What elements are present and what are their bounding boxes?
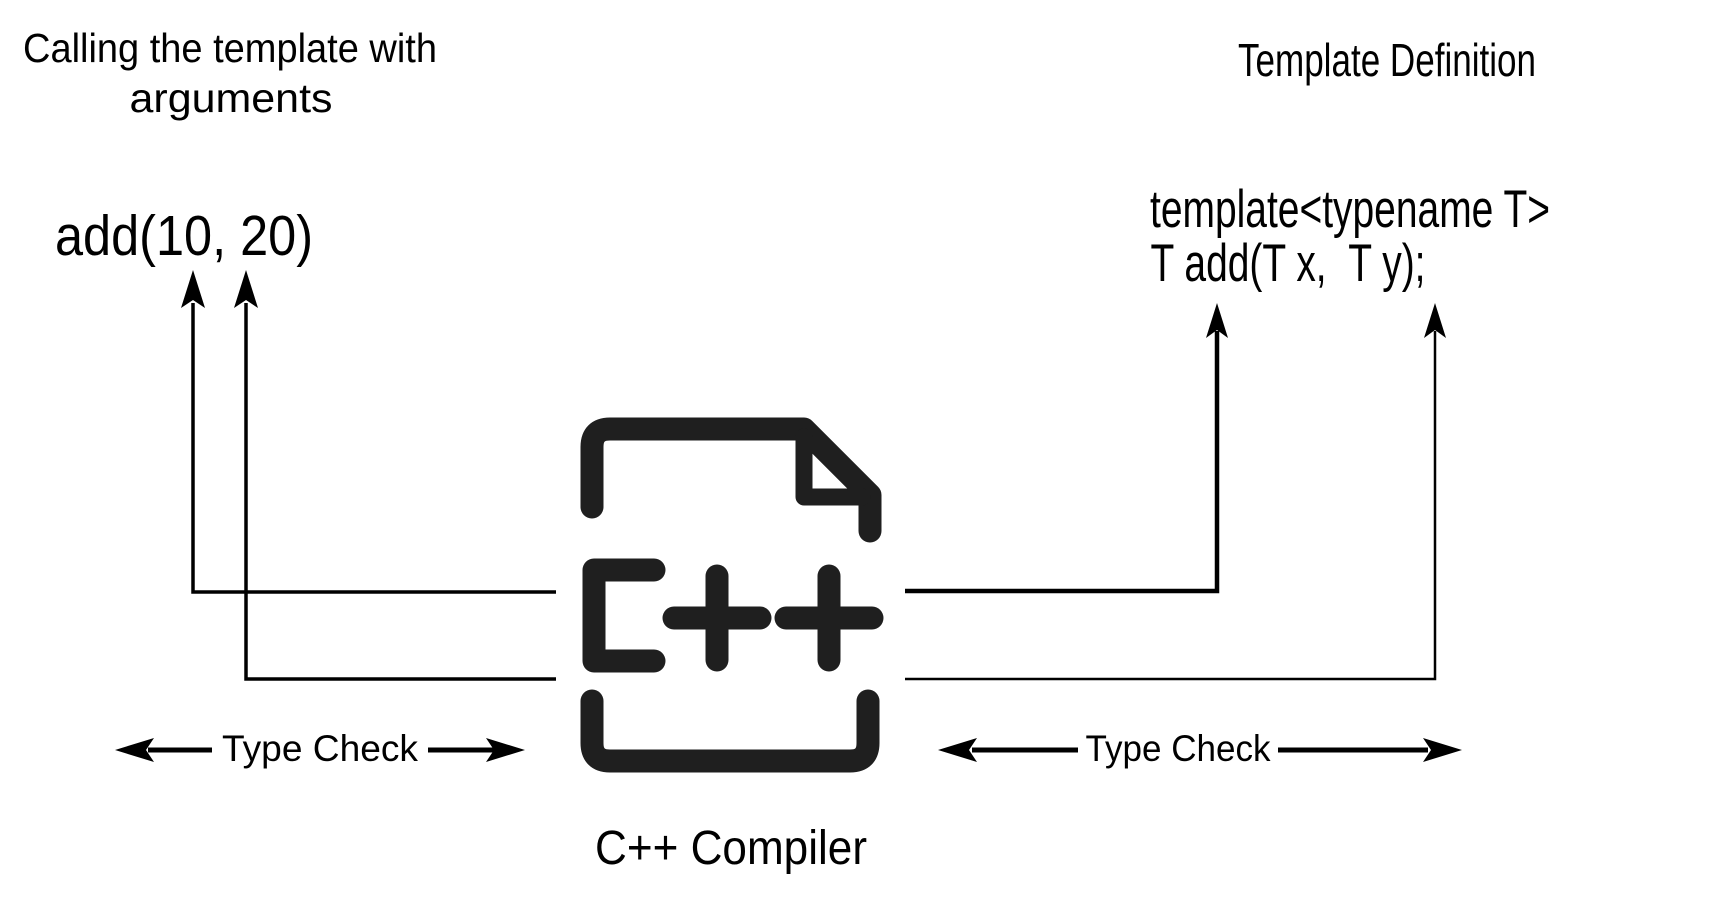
right-param-x-connector [905, 331, 1220, 594]
left-arrow-icon [938, 738, 977, 762]
type-check-left-label: Type Check [222, 728, 418, 769]
left-arrow-icon [115, 738, 154, 762]
file-top-outline [580, 417, 882, 543]
type-check-right-label: Type Check [1086, 728, 1271, 769]
up-arrow-icon [1424, 303, 1446, 338]
left-arg1-connector [191, 303, 556, 594]
text-layer: Calling the template with arguments add(… [23, 25, 1550, 875]
connector-lines [148, 303, 1437, 753]
cpp-c-glyph [582, 558, 666, 673]
right-arrow-icon [486, 738, 525, 762]
file-fold-corner [795, 428, 871, 506]
right-caption: Template Definition [1238, 34, 1536, 86]
cpp-plus2-glyph [774, 564, 884, 672]
right-param-y-connector [905, 331, 1437, 681]
cpp-plus1-glyph [662, 564, 772, 672]
up-arrow-icon [1206, 303, 1228, 338]
left-caption-line1: Calling the template with [23, 25, 437, 71]
file-bottom-outline [580, 689, 880, 773]
left-call-code: add(10, 20) [55, 204, 313, 268]
up-arrow-icon [234, 270, 258, 308]
template-code-line2: T add(T x, T y); [1151, 234, 1426, 293]
compiler-label: C++ Compiler [595, 822, 867, 875]
left-arg2-connector [244, 303, 556, 681]
up-arrow-icon [181, 270, 205, 308]
right-arrow-icon [1423, 738, 1462, 762]
left-caption-line2: arguments [130, 75, 333, 121]
cpp-file-icon [580, 417, 884, 773]
arrow-heads [115, 270, 1462, 762]
template-code-line1: template<typename T> [1150, 180, 1550, 239]
